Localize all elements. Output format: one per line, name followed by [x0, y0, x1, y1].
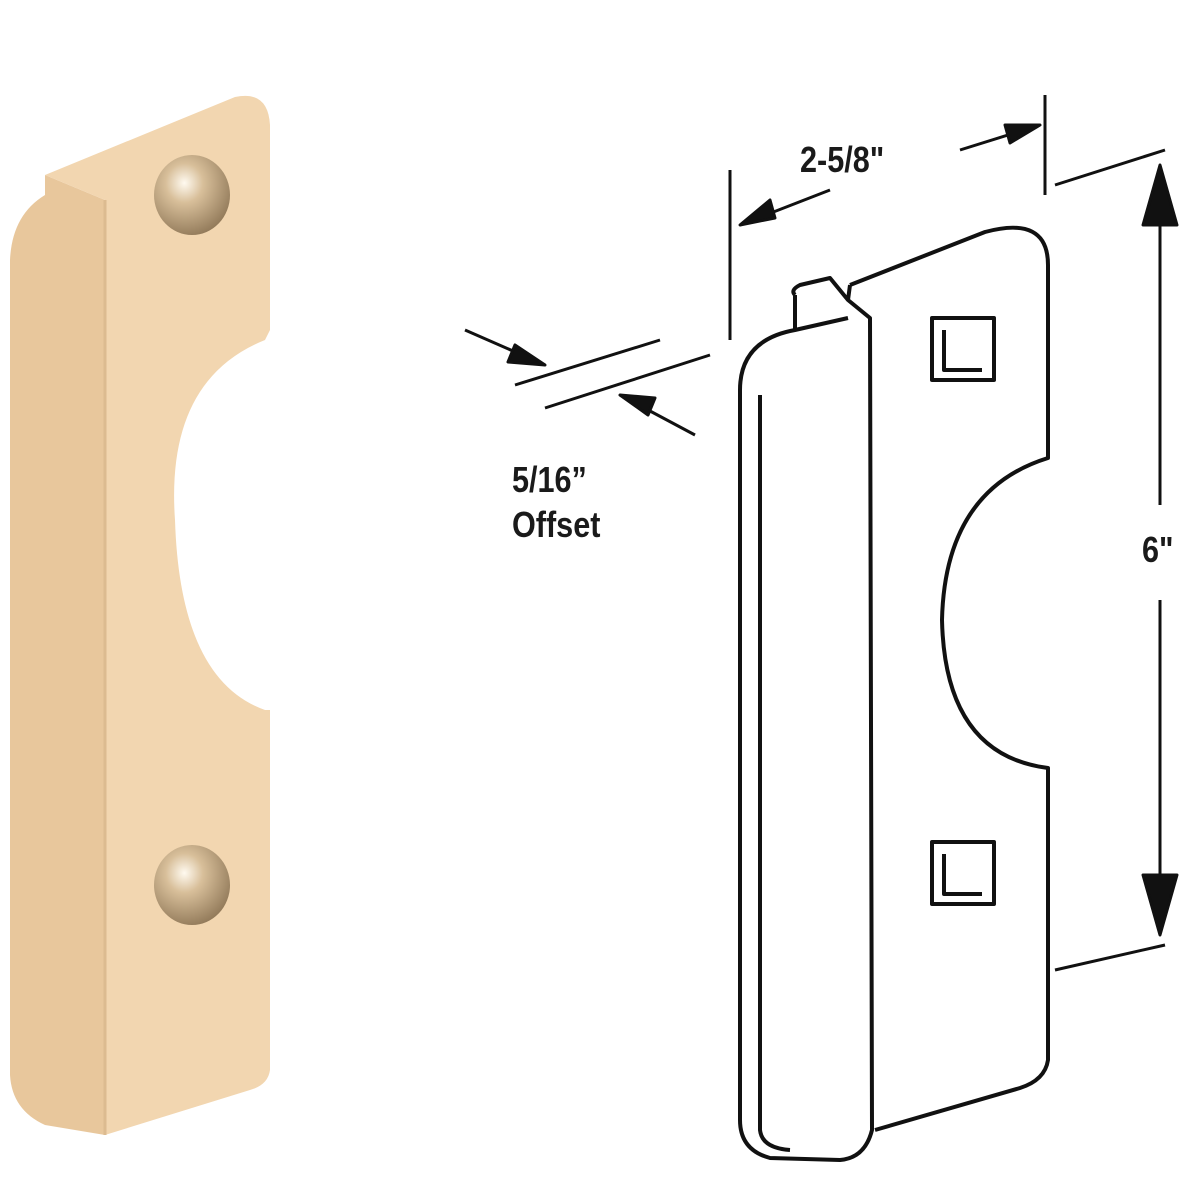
dimension-width: [728, 95, 1047, 340]
offset-text-label: Offset: [512, 504, 601, 545]
screw-bottom-icon: [154, 845, 230, 925]
screw-top-icon: [154, 155, 230, 235]
dimension-offset: [464, 328, 711, 437]
drawing-front-face: [738, 276, 874, 1162]
drawing-back-plate: [849, 225, 1050, 1132]
plate-flange: [10, 175, 105, 1135]
dimension-height: [1054, 148, 1179, 972]
height-label: 6": [1142, 529, 1174, 570]
offset-value-label: 5/16”: [512, 459, 587, 500]
width-label: 2-5/8": [800, 139, 885, 180]
